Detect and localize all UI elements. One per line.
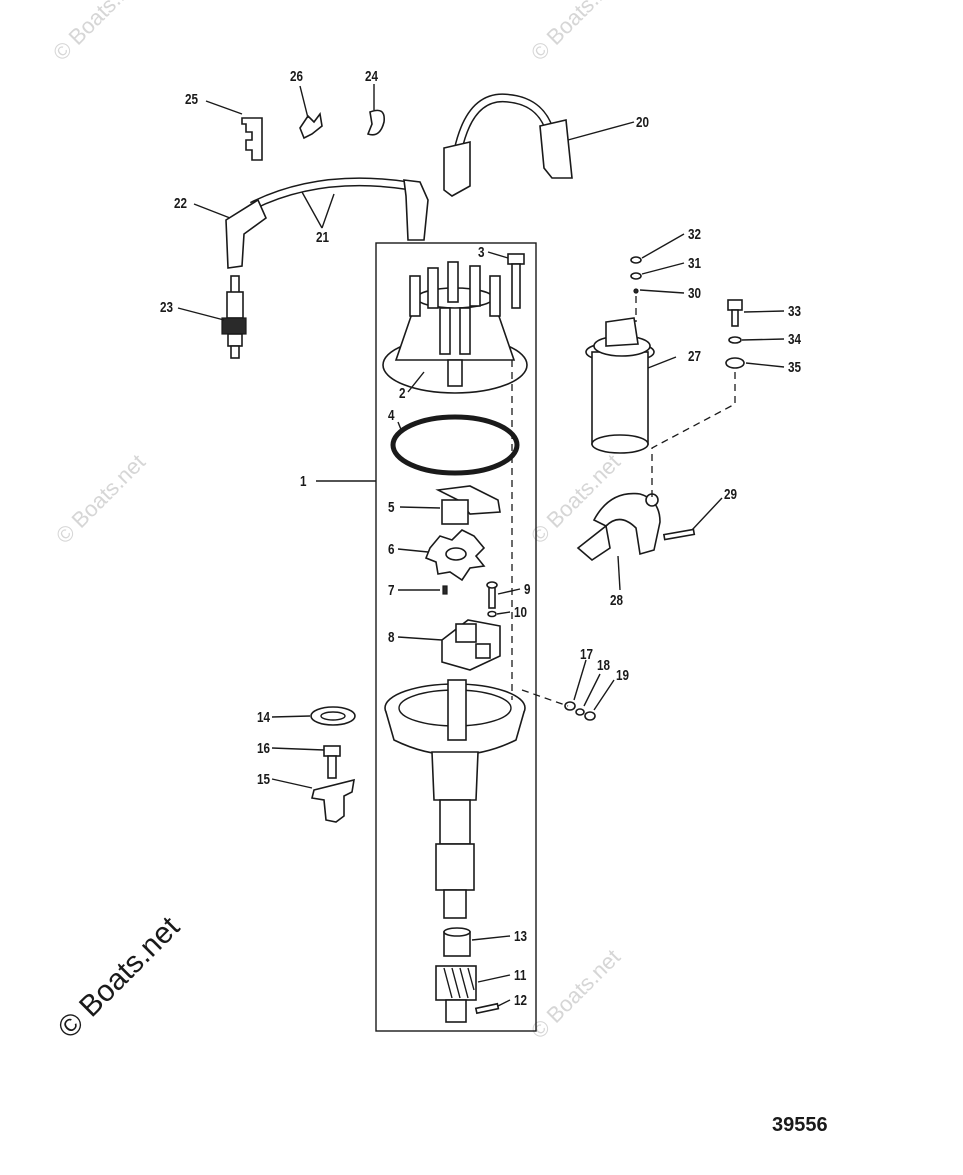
callout-18: 18 — [597, 657, 610, 674]
bushing — [443, 927, 471, 957]
flat-washer — [725, 357, 745, 369]
callout-9: 9 — [524, 581, 531, 598]
module-screw — [486, 581, 498, 609]
callout-1: 1 — [300, 473, 307, 490]
callout-12: 12 — [514, 992, 527, 1009]
ignition-module — [441, 619, 501, 671]
spark-plug — [221, 275, 247, 359]
callout-2: 2 — [399, 385, 406, 402]
drive-gear — [435, 965, 477, 1023]
clamp-bolt — [323, 745, 341, 779]
callout-35: 35 — [788, 359, 801, 376]
figure-number: 39556 — [772, 1114, 828, 1136]
ignition-coil — [585, 317, 655, 454]
callout-28: 28 — [610, 592, 623, 609]
callout-21: 21 — [316, 229, 329, 246]
spark-plug-wire — [225, 177, 429, 269]
callout-31: 31 — [688, 255, 701, 272]
housing-gasket — [310, 706, 356, 726]
assembly-lines — [511, 296, 736, 707]
bracket-bolt — [727, 299, 743, 327]
module-washer — [487, 610, 497, 618]
module-hardware — [564, 701, 596, 721]
coil-bracket — [576, 492, 661, 562]
callout-3: 3 — [478, 244, 485, 261]
callout-33: 33 — [788, 303, 801, 320]
distributor-assembly-box — [375, 242, 537, 1032]
watermark-large: © Boats.net — [52, 910, 187, 1045]
callout-10: 10 — [514, 604, 527, 621]
callout-30: 30 — [688, 285, 701, 302]
callout-24: 24 — [365, 68, 378, 85]
callout-23: 23 — [160, 299, 173, 316]
wire-clip — [366, 109, 386, 136]
watermark: © Boats.net — [526, 449, 625, 548]
distributor-housing — [384, 679, 526, 919]
watermark: © Boats.net — [51, 449, 150, 548]
callout-11: 11 — [514, 967, 527, 984]
roll-pin — [442, 585, 448, 595]
coil-wire — [443, 93, 573, 197]
callout-32: 32 — [688, 226, 701, 243]
watermark: © Boats.net — [526, 944, 625, 1043]
callout-27: 27 — [688, 348, 701, 365]
wire-separator — [299, 112, 323, 140]
lockwasher — [728, 336, 742, 344]
cap-gasket — [390, 414, 520, 476]
callout-16: 16 — [257, 740, 270, 757]
callout-14: 14 — [257, 709, 270, 726]
callout-5: 5 — [388, 499, 395, 516]
cap-screw — [507, 253, 525, 309]
callout-29: 29 — [724, 486, 737, 503]
coil-terminal-hardware — [630, 256, 642, 294]
watermark: © Boats.net — [526, 0, 625, 66]
callout-7: 7 — [388, 582, 395, 599]
callout-15: 15 — [257, 771, 270, 788]
watermarks: © Boats.net © Boats.net © Boats.net © Bo… — [48, 0, 625, 1045]
callout-17: 17 — [580, 646, 593, 663]
callout-20: 20 — [636, 114, 649, 131]
callout-4: 4 — [388, 407, 395, 424]
reluctor — [424, 529, 486, 582]
callout-26: 26 — [290, 68, 303, 85]
callout-19: 19 — [616, 667, 629, 684]
callout-34: 34 — [788, 331, 801, 348]
rotor — [435, 485, 501, 525]
bracket-screw — [662, 528, 696, 541]
distributor-cap — [382, 261, 528, 394]
callout-13: 13 — [514, 928, 527, 945]
watermark: © Boats.net — [48, 0, 147, 66]
gear-pin — [474, 1002, 500, 1015]
callout-25: 25 — [185, 91, 198, 108]
callout-22: 22 — [174, 195, 187, 212]
wire-loom-clip — [241, 117, 263, 161]
callouts: 1 2 3 4 5 6 7 8 9 10 11 12 13 14 15 16 1… — [160, 68, 801, 1009]
leader-lines — [177, 84, 785, 1007]
callout-6: 6 — [388, 541, 395, 558]
callout-8: 8 — [388, 629, 395, 646]
hold-down-clamp — [311, 778, 355, 823]
